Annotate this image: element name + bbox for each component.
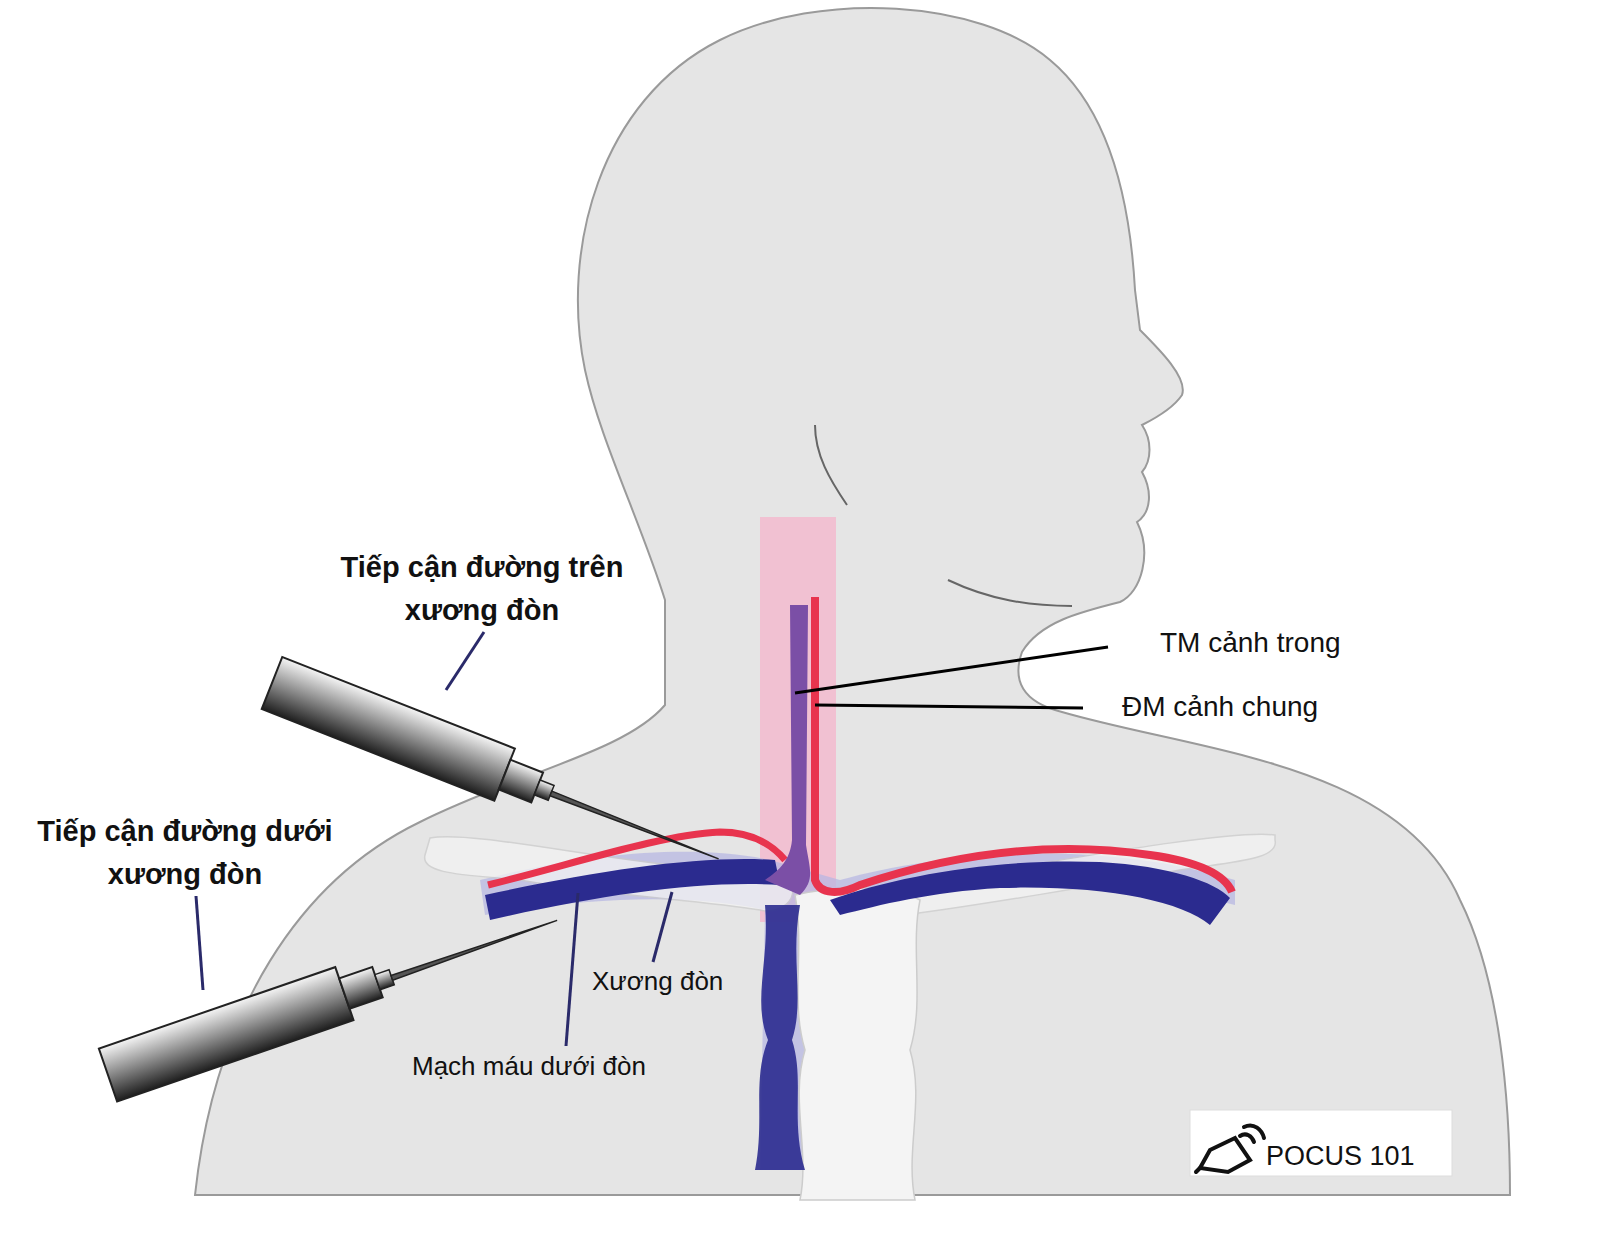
ear-line xyxy=(815,425,847,505)
leader-line xyxy=(196,896,203,990)
leader-line xyxy=(795,647,1108,693)
illustration-part xyxy=(1200,1138,1250,1172)
watermark: POCUS 101 xyxy=(1266,1140,1415,1172)
leader-line xyxy=(653,892,672,962)
vessel-label: Mạch máu dưới đòn xyxy=(412,1051,646,1082)
logo-box xyxy=(1190,1110,1452,1176)
needle xyxy=(391,918,558,980)
subclavian-artery-left xyxy=(488,832,785,885)
approach-label: Tiếp cận đường dưới xương đòn xyxy=(10,810,360,896)
syringe-barrel xyxy=(99,967,354,1101)
syringe-upper xyxy=(262,657,729,885)
bone-label: Xương đòn xyxy=(592,966,723,997)
illustration-part xyxy=(1244,1125,1264,1138)
leader-line xyxy=(566,893,578,1046)
leader-line xyxy=(815,705,1083,708)
subclavian-vein-right xyxy=(830,861,1230,925)
jaw-line xyxy=(948,580,1072,606)
syringe-barrel xyxy=(262,657,515,801)
internal-jugular-vein xyxy=(765,605,810,895)
illustration-part xyxy=(1196,1168,1200,1172)
sternum xyxy=(795,888,920,1200)
needle xyxy=(550,791,719,862)
syringe-tip xyxy=(534,780,554,800)
vessel-label: TM cảnh trong xyxy=(1160,626,1341,660)
illustration-part xyxy=(1240,1134,1254,1142)
vessel-label: ĐM cảnh chung xyxy=(1122,690,1318,724)
vena-cava xyxy=(755,905,805,1170)
leader-line xyxy=(446,632,484,690)
syringe-hub xyxy=(339,967,383,1009)
syringe-tip xyxy=(375,970,394,990)
logo-probe xyxy=(1196,1125,1264,1172)
subclavian-vein-left xyxy=(485,859,780,920)
approach-label: Tiếp cận đường trên xương đòn xyxy=(312,546,652,632)
